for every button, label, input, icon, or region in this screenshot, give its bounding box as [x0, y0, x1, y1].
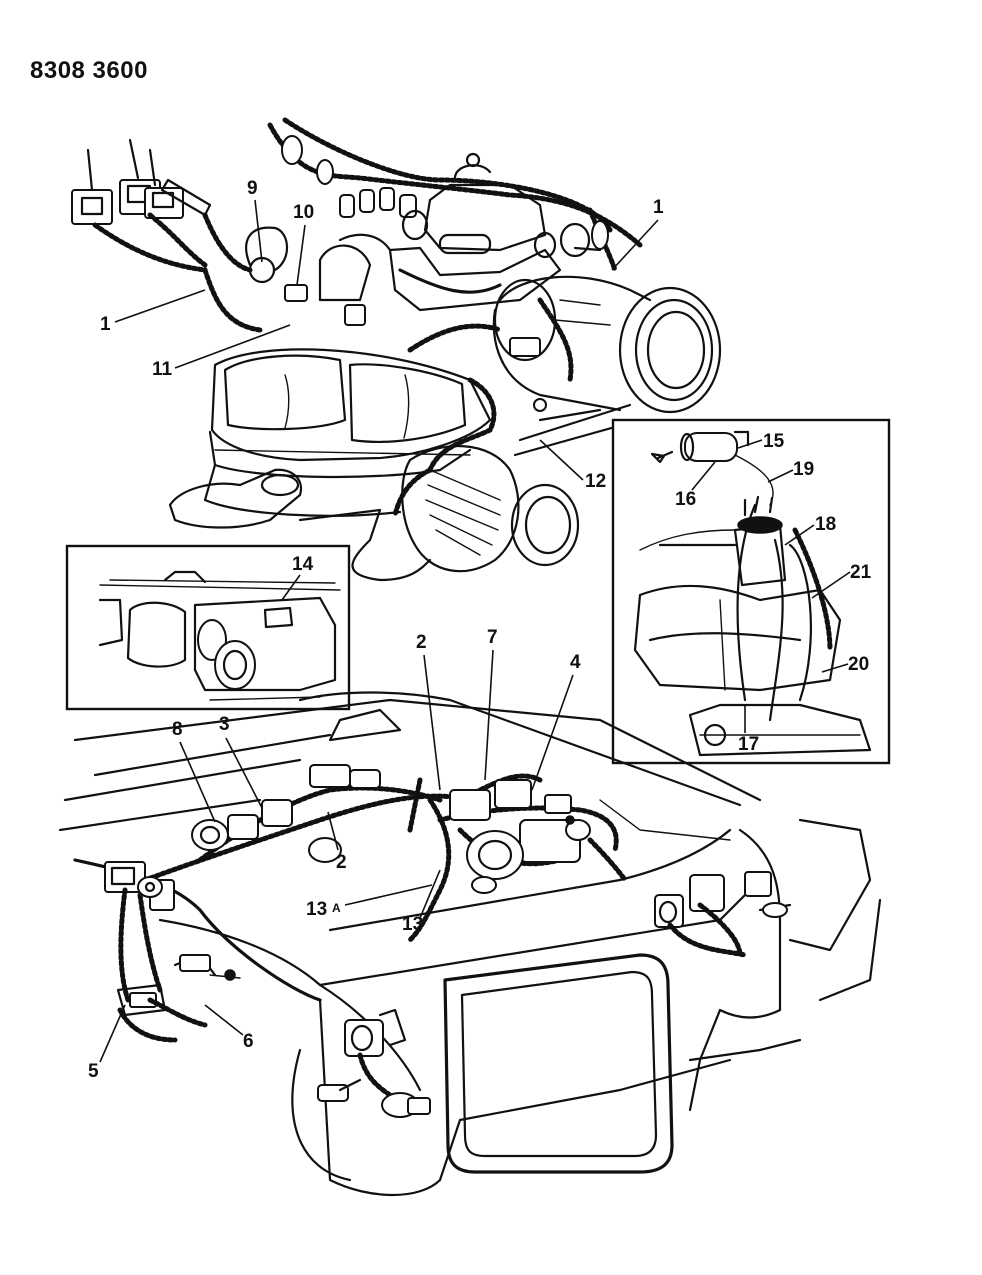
callout-16: 16 [675, 489, 696, 510]
document-number: 8308 3600 [30, 57, 148, 84]
callout-13a-suffix: A [332, 901, 341, 915]
callout-15: 15 [763, 431, 785, 452]
callouts-compartment: 2 7 4 8 3 2 13 A 13 6 5 [88, 627, 581, 1082]
callout-19: 19 [793, 459, 814, 480]
callout-8: 8 [172, 719, 183, 740]
callout-9: 9 [247, 178, 258, 199]
callout-13a: 13 [306, 899, 327, 920]
callout-7: 7 [487, 627, 498, 648]
inset-right: 15 16 19 18 21 20 17 [611, 418, 891, 765]
callout-18: 18 [815, 514, 836, 535]
callout-10: 10 [293, 202, 314, 223]
callout-5: 5 [88, 1061, 99, 1082]
callout-4: 4 [570, 652, 581, 673]
callout-20: 20 [848, 654, 869, 675]
callout-11: 11 [152, 359, 173, 380]
callout-2-lower: 2 [336, 852, 347, 873]
callout-21: 21 [850, 562, 872, 583]
callout-17: 17 [738, 734, 759, 755]
callout-1-left: 1 [100, 314, 111, 335]
inset-left: 14 [65, 544, 351, 711]
callout-12: 12 [585, 471, 606, 492]
callout-6: 6 [243, 1031, 254, 1052]
engine-illustration [71, 117, 722, 582]
callout-3: 3 [219, 714, 230, 735]
callout-2-top: 2 [416, 632, 427, 653]
engine-compartment-illustration [58, 691, 882, 1197]
callout-14: 14 [292, 554, 314, 575]
callout-1-right: 1 [653, 197, 664, 218]
callout-13: 13 [402, 914, 423, 935]
callouts-engine: 1 9 10 1 11 12 [100, 178, 664, 492]
